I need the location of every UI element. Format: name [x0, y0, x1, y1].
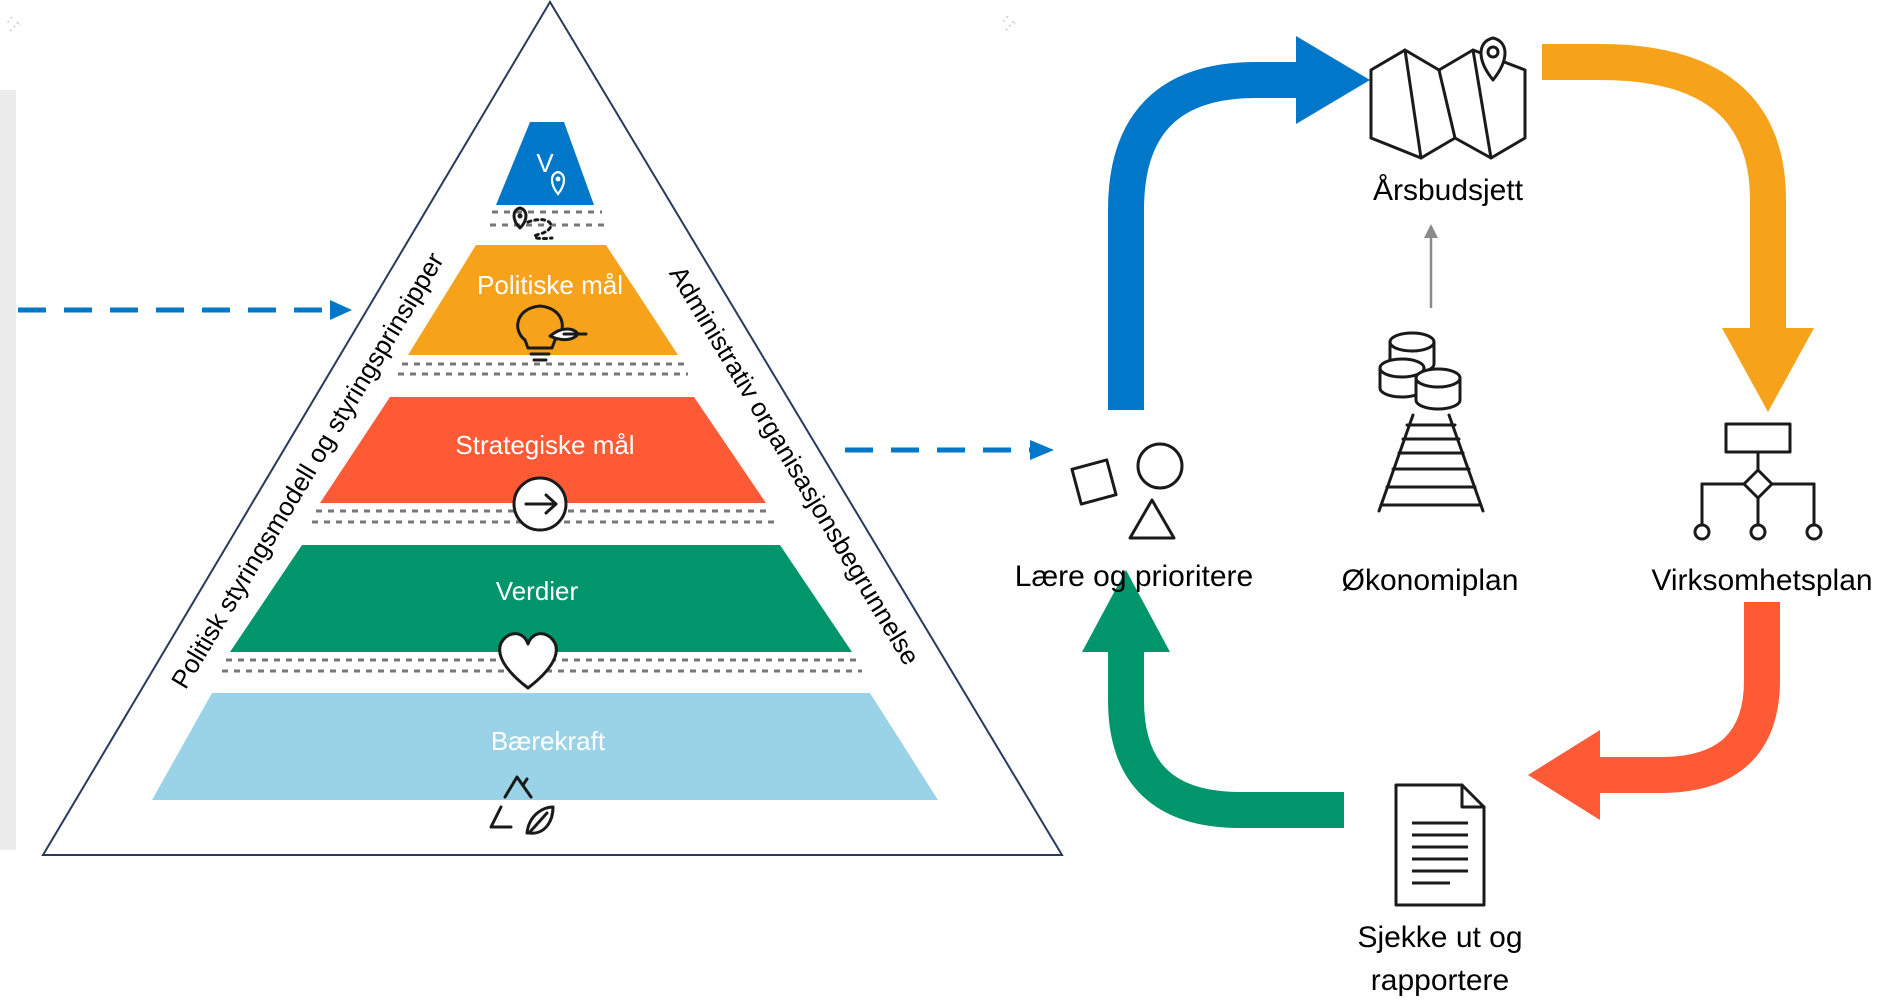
pyramid-label-vision: V — [536, 148, 554, 178]
railway-track-icon — [1377, 413, 1485, 513]
pyramid-label-strategic-goals: Strategiske mål — [455, 430, 634, 460]
coins-icon — [1378, 331, 1462, 411]
cycle-arrow-red — [1528, 602, 1780, 820]
pyramid-level-political-goals — [408, 245, 678, 355]
route-icon — [512, 206, 554, 240]
cycle-label-check-report-line2: rapportere — [1371, 964, 1509, 997]
pyramid-level-strategic-goals — [320, 397, 766, 503]
pyramid-level-values — [230, 545, 852, 652]
cycle-label-business-plan: Virksomhetsplan — [1651, 564, 1872, 597]
document-icon — [1394, 783, 1486, 907]
dashed-arrow-into-pyramid — [18, 300, 352, 320]
cycle-label-economic-plan: Økonomiplan — [1342, 564, 1519, 597]
shapes-icon — [1070, 442, 1184, 540]
cycle-label-check-report-line1: Sjekke ut og — [1357, 921, 1522, 954]
dashed-arrow-to-cycle — [845, 440, 1054, 460]
heart-icon — [498, 632, 558, 690]
small-grey-arrow — [1424, 224, 1438, 308]
pyramid-label-values: Verdier — [496, 576, 579, 606]
cycle-label-learn-prioritize: Lære og prioritere — [1015, 560, 1253, 593]
pyramid-label-sustainability: Bærekraft — [491, 726, 606, 756]
cycle-label-annual-budget: Årsbudsjett — [1373, 174, 1524, 207]
pyramid-label-political-goals: Politiske mål — [477, 270, 623, 300]
location-pin-icon — [550, 170, 566, 196]
cycle-arrow-green — [1082, 570, 1344, 828]
decor-mark-left: .:; — [0, 11, 23, 35]
decor-mark-right: .:; — [993, 10, 1018, 34]
org-chart-icon — [1693, 422, 1823, 541]
left-panel-edge — [0, 90, 16, 850]
cycle-arrow-orange — [1542, 44, 1814, 412]
map-icon — [1369, 36, 1527, 160]
lightbulb-icon — [516, 304, 588, 362]
pyramid-level-sustainability — [152, 693, 938, 800]
cycle-arrow-blue — [1108, 36, 1370, 410]
arrow-circle-icon — [512, 476, 568, 532]
recycle-leaf-icon — [489, 775, 555, 835]
pyramid-level-vision — [496, 122, 594, 205]
